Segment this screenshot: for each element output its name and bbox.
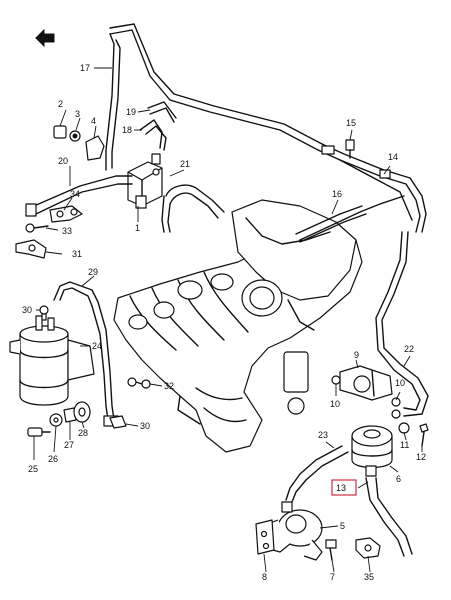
callout-1[interactable]: 1 [135,223,140,233]
callout-35[interactable]: 35 [364,572,374,582]
callout-29[interactable]: 29 [88,267,98,277]
callout-8[interactable]: 8 [262,572,267,582]
clips-30 [39,305,127,429]
callout-27[interactable]: 27 [64,440,74,450]
callout-34[interactable]: 34 [70,189,80,199]
callout-30[interactable]: 30 [22,305,32,315]
callout-11[interactable]: 11 [400,440,409,450]
clip-35 [355,537,381,559]
callout-5[interactable]: 5 [340,521,345,531]
callout-33[interactable]: 33 [62,226,72,236]
vacuum-hose-20 [25,175,133,217]
clamp-33-34 [25,205,83,233]
vacuum-switch-6 [351,425,393,477]
callout-10-right[interactable]: 10 [395,378,405,388]
callout-14[interactable]: 14 [388,152,398,162]
callout-18[interactable]: 18 [122,125,132,135]
callout-13[interactable]: 13 [336,483,346,493]
callout-7[interactable]: 7 [330,572,335,582]
callout-32[interactable]: 32 [164,381,174,391]
callout-4[interactable]: 4 [91,116,96,126]
callout-17[interactable]: 17 [80,63,90,73]
vacuum-hose-16 [295,205,367,243]
callout-3[interactable]: 3 [75,109,80,119]
vacuum-hose-22 [375,231,429,417]
vacuum-hoses-18-19-21 [139,101,225,233]
callout-10-left[interactable]: 10 [330,399,340,409]
fasteners-25-28 [27,401,91,437]
callout-23[interactable]: 23 [318,430,328,440]
callout-24[interactable]: 24 [92,341,102,351]
vacuum-hose-17 [105,23,323,171]
vacuum-pipe-14 [299,143,427,241]
charcoal-canister-24 [9,311,95,406]
bracket-9-10 [331,365,401,419]
callout-25[interactable]: 25 [28,464,38,474]
callout-22[interactable]: 22 [404,344,414,354]
callout-19[interactable]: 19 [126,107,136,117]
callout-21[interactable]: 21 [180,159,190,169]
callout-31[interactable]: 31 [72,249,82,259]
fitting-32 [127,377,151,389]
front-direction-arrow-icon [35,28,55,48]
callout-26[interactable]: 26 [48,454,58,464]
bracket-31 [15,239,47,259]
actuator-5 [255,501,323,561]
fasteners-11-12 [398,422,429,447]
vsv-solenoid-1 [127,153,163,209]
highlight-box-13 [331,479,357,496]
callout-30-lower[interactable]: 30 [140,421,150,431]
callout-16[interactable]: 16 [332,189,342,199]
leader-lines [33,67,423,573]
intake-manifold [113,199,363,453]
callout-12[interactable]: 12 [416,452,426,462]
fasteners-2-3-4 [53,125,105,161]
callout-6[interactable]: 6 [396,474,401,484]
callout-15[interactable]: 15 [346,118,356,128]
callout-20[interactable]: 20 [58,156,68,166]
callout-labels[interactable]: 17 2 3 4 19 18 15 14 20 21 34 16 1 33 31… [22,63,426,582]
bolt-7 [325,539,337,561]
vacuum-hose-23 [285,445,349,503]
callout-2[interactable]: 2 [58,99,63,109]
callout-9[interactable]: 9 [354,350,359,360]
vacuum-hose-13 [365,477,413,557]
callout-28[interactable]: 28 [78,428,88,438]
